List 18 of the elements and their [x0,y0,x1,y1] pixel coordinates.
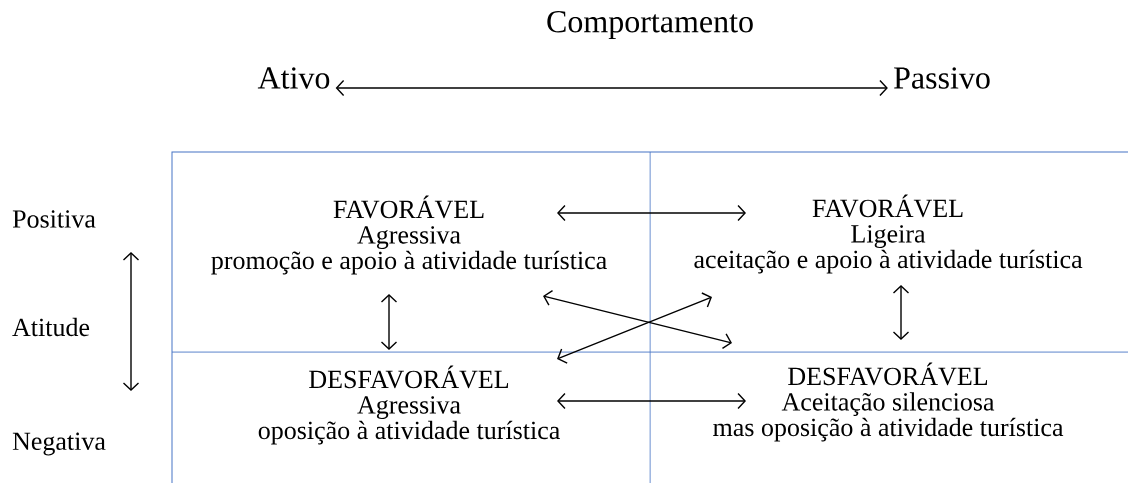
axis-label: Ativo [257,67,330,89]
axis-label: Negativa [12,432,106,456]
arrow [543,289,732,350]
arrow [335,79,888,97]
axis-label: Atitude [12,317,90,337]
arrow [380,294,398,350]
axis-label: Passivo [894,67,990,89]
arrow [892,285,910,340]
arrow [557,204,746,222]
quadrant-text: FAVORÁVEL Agressiva promoção e apoio à atividade turística [211,195,607,275]
quadrant-text: DESFAVORÁVEL Aceitação silenciosa mas oposição à atividade turística [713,362,1064,442]
arrow [557,392,746,410]
arrow [122,252,140,391]
quadrant-text: DESFAVORÁVEL Agressiva oposição à atividade turística [258,365,560,445]
quadrant-text: FAVORÁVEL Ligeira aceitação e apoio à atividade turística [694,194,1083,274]
axis-label: Comportamento [547,11,753,39]
axis-label: Positiva [12,210,96,228]
arrow [557,292,712,364]
